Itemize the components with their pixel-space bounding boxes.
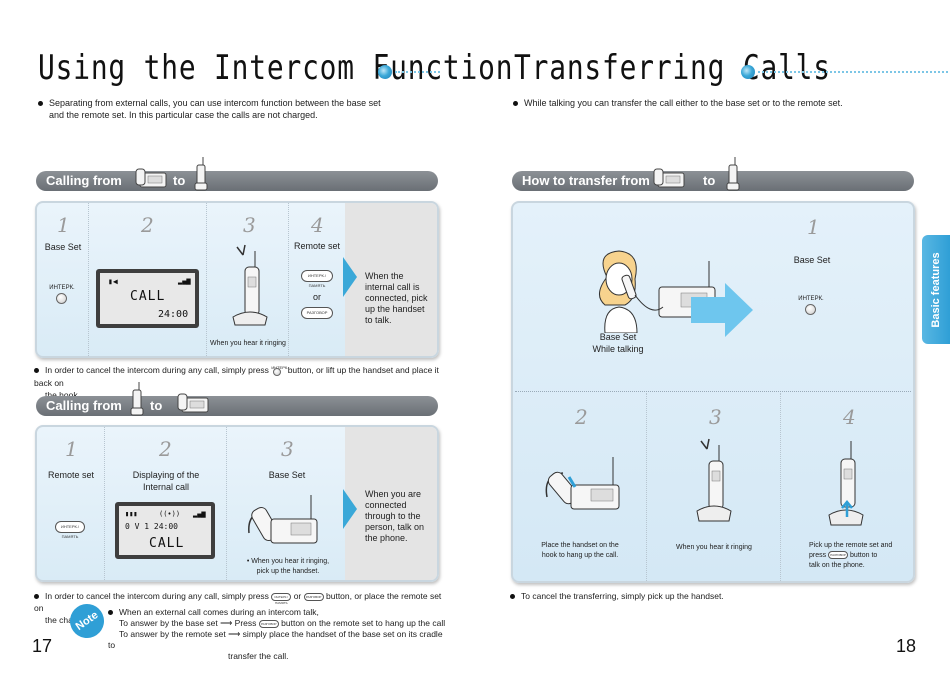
talk-inline-button: РАЗГОВОР <box>303 592 324 601</box>
base-phone-hangup-icon <box>539 455 623 520</box>
intercom-memory-button[interactable]: ИНТЕРК./ПАМЯТЬ <box>55 521 85 539</box>
base-phone-pickup-icon <box>243 493 323 554</box>
or-label: or <box>312 292 321 302</box>
result-area <box>345 203 437 356</box>
step-label: Base Set <box>44 242 82 252</box>
button-caption: ИНТЕРК. <box>49 285 75 291</box>
step-number: 1 <box>65 437 78 461</box>
page-title-left: Using the Intercom Function <box>38 48 514 88</box>
title-divider <box>758 71 950 73</box>
remote-handset-icon <box>194 157 208 197</box>
section-bar-calling-base-to-remote: Calling from to <box>36 157 438 191</box>
base-phone-icon <box>652 163 688 197</box>
talk-inline-button: РАЗГОВОР <box>828 551 849 560</box>
lcd-time: 24:00 <box>158 309 189 320</box>
remote-on-charger-icon <box>691 437 737 530</box>
talk-inline-button: РАЗГОВОР <box>258 619 279 628</box>
separator <box>515 391 911 392</box>
base-phone-icon <box>134 163 170 197</box>
remote-handset-icon <box>726 157 740 197</box>
step-number: 4 <box>843 405 856 429</box>
note-text: When an external call comes during an in… <box>108 607 446 661</box>
page-title-right: Transferring Calls <box>514 48 831 88</box>
step-label: Base Set <box>793 255 831 265</box>
step-number: 3 <box>709 405 722 429</box>
pickup-caption: • When you hear it ringing,pick up the h… <box>246 558 330 575</box>
lcd-text: CALL <box>149 536 185 551</box>
remote-on-charger-icon <box>227 243 273 334</box>
step-number: 4 <box>311 213 324 237</box>
title-dot-icon <box>378 65 392 79</box>
remote-handset-icon <box>130 382 144 422</box>
battery-icon: ▮◀ <box>108 277 118 286</box>
lcd-display: ▮▮▮ ((•)) ▂▄▆ 0 V 1 24:00 CALL <box>115 502 215 559</box>
ring-icon: ((•)) <box>159 510 181 518</box>
button-caption: ИНТЕРК. <box>798 296 824 302</box>
cancel-note-right: To cancel the transferring, simply pick … <box>510 590 890 602</box>
result-text: When you are connected through to the pe… <box>365 489 425 543</box>
intercom-inline-button: ИНТЕРК./ПАМЯТЬ <box>271 592 292 605</box>
step-number: 1 <box>57 213 70 237</box>
steps-panel-2: 1 Remote set ИНТЕРК./ПАМЯТЬ 2 Displaying… <box>35 425 439 582</box>
lcd-text: CALL <box>130 289 166 304</box>
step-label: Remote set <box>47 470 95 480</box>
intro-text-right: While talking you can transfer the call … <box>513 97 893 109</box>
intercom-memory-button[interactable]: ИНТЕРК./ПАМЯТЬ <box>301 270 333 288</box>
arrow-right-icon <box>343 257 357 297</box>
page-number-left: 17 <box>32 636 53 656</box>
title-divider <box>395 71 440 73</box>
transfer-arrow-icon <box>691 283 753 342</box>
intercom-inline-button <box>273 367 282 376</box>
result-text: When the internal call is connected, pic… <box>365 271 428 325</box>
step-number: 3 <box>281 437 294 461</box>
talk-button[interactable]: РАЗГОВОР <box>301 307 333 319</box>
intercom-small-label: ИНТЕРК. <box>271 364 289 370</box>
signal-icon: ▂▄▆ <box>178 277 191 285</box>
base-phone-icon <box>176 388 212 422</box>
section-bar-transfer: How to transfer from to <box>512 157 914 191</box>
lcd-status: 0 V 1 24:00 <box>125 522 178 531</box>
ringing-caption: When you hear it ringing <box>210 340 286 347</box>
page-number-right: 18 <box>896 636 917 656</box>
intercom-button[interactable] <box>805 304 816 315</box>
cancel-note-2: In order to cancel the intercom during a… <box>34 591 442 625</box>
step-number: 1 <box>807 215 820 239</box>
arrow-right-icon <box>343 489 357 529</box>
lcd-display: ▮◀ ▂▄▆ CALL 24:00 <box>96 269 199 328</box>
intercom-button[interactable] <box>56 293 67 304</box>
battery-icon: ▮▮▮ <box>125 510 138 518</box>
result-area <box>345 427 437 580</box>
step-number: 3 <box>243 213 256 237</box>
pickup-remote-caption: Pick up the remote set and press РАЗГОВО… <box>809 542 893 569</box>
step-number: 2 <box>575 405 588 429</box>
intro-text-left: Separating from external calls, you can … <box>38 97 398 121</box>
ringing-caption: When you hear it ringing <box>676 544 752 551</box>
section-bar-calling-remote-to-base: Calling from to <box>36 382 438 416</box>
step-number: 2 <box>159 437 172 461</box>
remote-pickup-icon <box>823 439 869 534</box>
steps-panel-1: 1 Base Set ИНТЕРК. 2 ▮◀ ▂▄▆ CALL 24:00 3… <box>35 201 439 358</box>
title-dot-icon <box>741 65 755 79</box>
step-number: 2 <box>141 213 154 237</box>
step-label: Base Set <box>268 470 306 480</box>
basic-features-tab[interactable]: Basic features <box>922 235 950 344</box>
cancel-note-1: In order to cancel the intercom during a… <box>34 364 444 401</box>
step-label: Remote set <box>293 241 341 251</box>
signal-icon: ▂▄▆ <box>193 510 206 518</box>
